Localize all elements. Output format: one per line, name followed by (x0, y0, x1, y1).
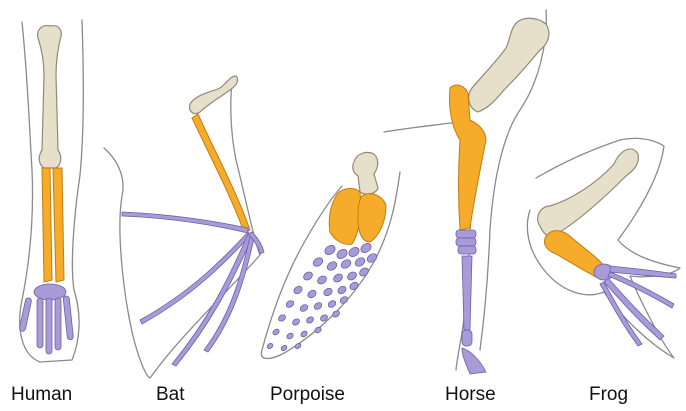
label-human: Human (11, 384, 72, 406)
porpoise-phalanx (331, 310, 340, 319)
label-horse: Horse (445, 384, 496, 406)
porpoise-phalanx (294, 342, 302, 349)
horse-hand (456, 230, 486, 374)
porpoise-phalanx (346, 270, 358, 281)
human-radius (42, 168, 52, 282)
bat-hand (122, 212, 264, 366)
horse-limb (384, 10, 549, 374)
porpoise-phalanx (272, 328, 280, 336)
porpoise-phalanx (348, 281, 359, 291)
porpoise-phalanx (300, 330, 308, 338)
porpoise-phalanx (305, 316, 314, 325)
porpoise-hand (266, 242, 378, 352)
porpoise-phalanx (347, 246, 361, 259)
human-humerus (38, 26, 62, 168)
porpoise-phalanx (299, 303, 309, 313)
porpoise-phalanx (366, 252, 379, 264)
human-limb (19, 20, 83, 362)
porpoise-phalanx (323, 244, 337, 257)
porpoise-phalanx (302, 270, 314, 281)
frog-humerus (538, 149, 639, 236)
porpoise-phalanx (339, 295, 349, 305)
human-hand (19, 284, 74, 354)
porpoise-phalanx (314, 326, 322, 334)
label-porpoise: Porpoise (270, 384, 345, 406)
porpoise-phalanx (285, 299, 295, 309)
porpoise-radius (329, 189, 360, 245)
porpoise-phalanx (277, 314, 286, 323)
porpoise-phalanx (313, 301, 323, 311)
frog-limb (527, 138, 680, 358)
porpoise-phalanx (336, 285, 347, 295)
porpoise-phalanx (322, 287, 333, 297)
label-bat: Bat (156, 384, 185, 406)
porpoise-phalanx (306, 289, 317, 299)
porpoise-phalanx (359, 242, 373, 255)
human-ulna (53, 168, 64, 282)
porpoise-phalanx (292, 285, 303, 295)
porpoise-phalanx (335, 248, 349, 261)
porpoise-phalanx (280, 344, 288, 351)
bat-radius (192, 114, 250, 232)
porpoise-phalanx (332, 272, 344, 283)
porpoise-phalanx (327, 299, 337, 309)
porpoise-phalanx (340, 258, 353, 270)
label-frog: Frog (589, 384, 628, 406)
porpoise-humerus (353, 152, 378, 194)
porpoise-phalanx (266, 342, 274, 349)
porpoise-phalanx (312, 256, 325, 268)
porpoise-limb (261, 152, 400, 358)
porpoise-phalanx (326, 260, 339, 272)
horse-humerus (469, 18, 549, 112)
porpoise-phalanx (291, 318, 300, 327)
porpoise-phalanx (358, 266, 370, 277)
porpoise-phalanx (286, 332, 294, 340)
porpoise-ulna (358, 194, 386, 242)
porpoise-phalanx (316, 274, 328, 285)
bat-limb (104, 76, 264, 378)
porpoise-phalanx (354, 256, 367, 268)
